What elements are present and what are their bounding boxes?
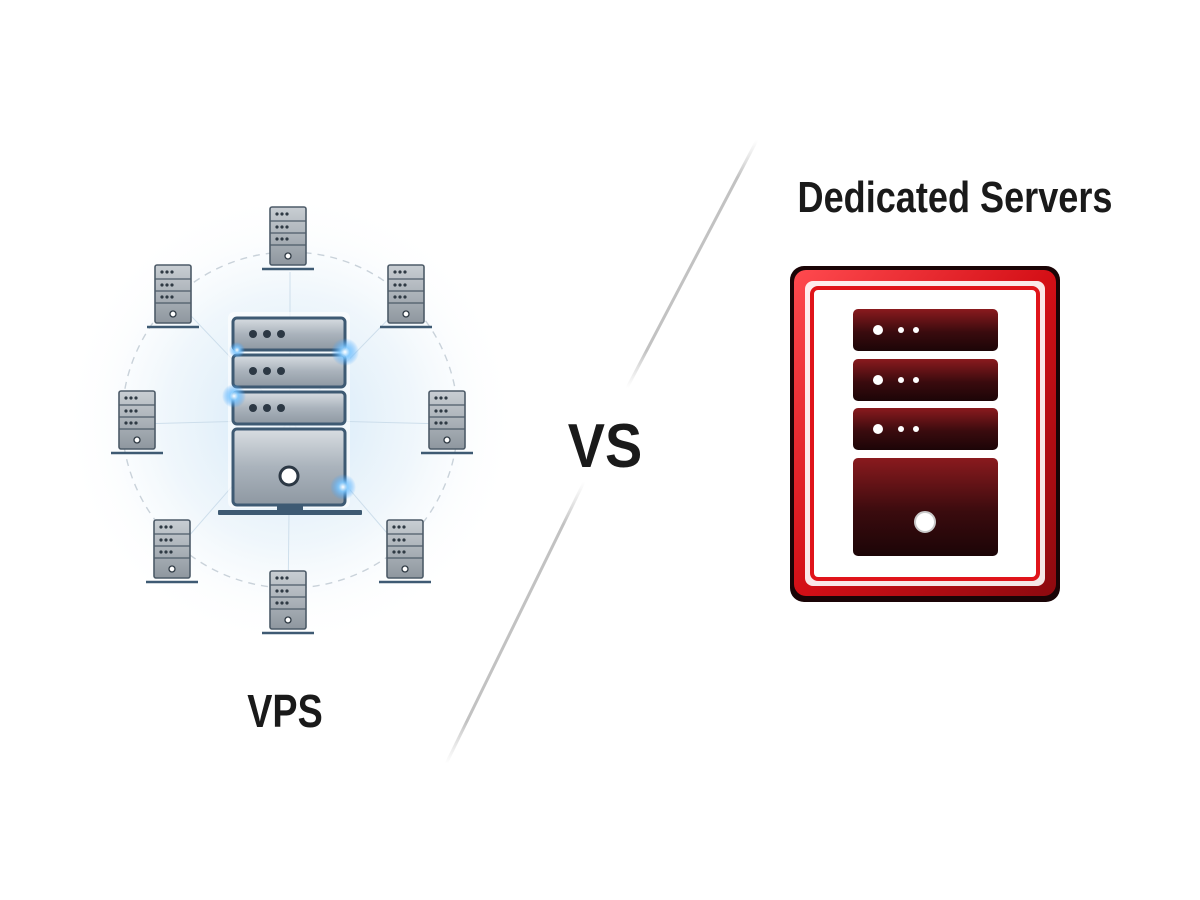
small-server-icon xyxy=(419,389,475,455)
dedicated-servers-title: Dedicated Servers xyxy=(797,173,1113,222)
small-server-icon xyxy=(145,263,201,329)
small-server-icon xyxy=(260,205,316,271)
dedicated-server-icon xyxy=(790,266,1060,602)
small-server-icon xyxy=(378,263,434,329)
small-server-icon xyxy=(260,569,316,635)
small-server-icon xyxy=(144,518,200,584)
small-server-icon xyxy=(377,518,433,584)
small-server-icon xyxy=(109,389,165,455)
diagonal-divider xyxy=(444,139,759,765)
vps-central-server-icon xyxy=(218,312,362,515)
vps-title: VPS xyxy=(247,685,323,737)
vs-label: VS xyxy=(567,412,643,481)
vps-cluster xyxy=(60,190,520,650)
